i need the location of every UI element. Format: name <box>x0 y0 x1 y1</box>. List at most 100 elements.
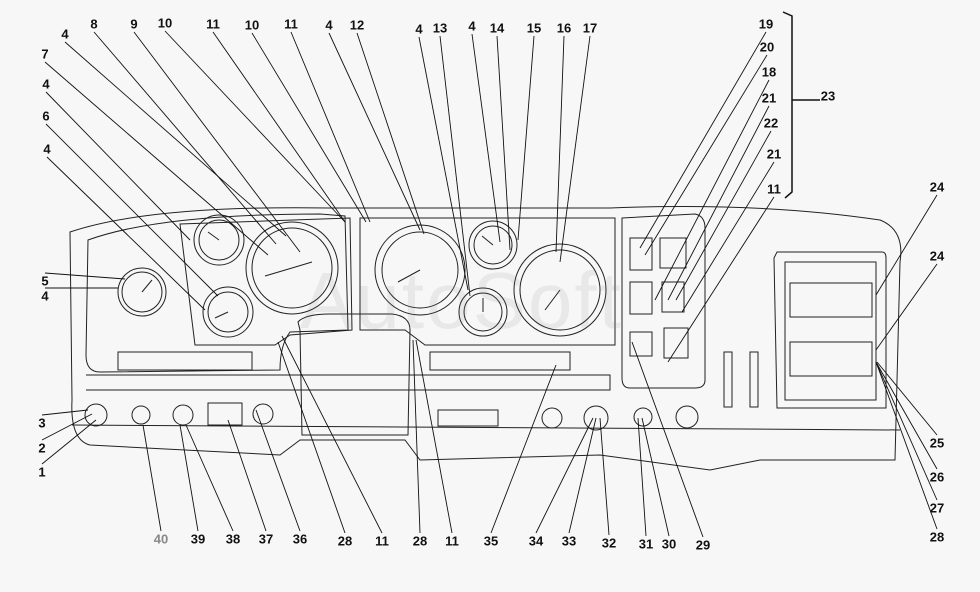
callout-label-25: 25 <box>929 435 945 451</box>
callout-label-39: 39 <box>190 531 206 547</box>
leader-line-21 <box>667 105 770 301</box>
callout-label-20: 20 <box>759 39 775 55</box>
callout-label-4: 4 <box>468 18 476 34</box>
leader-line-38 <box>185 424 234 532</box>
leader-line-27 <box>875 361 938 501</box>
fuse-block-top <box>789 282 873 318</box>
leader-line-3 <box>41 409 89 416</box>
callout-label-27: 27 <box>929 500 945 516</box>
leader-line-7 <box>44 61 269 256</box>
knob-33 <box>583 405 609 431</box>
gauge-cluster-left-frame <box>179 217 353 346</box>
gauge-pressure-left <box>117 267 167 317</box>
leader-line-14 <box>496 35 511 251</box>
leader-line-12 <box>356 32 425 235</box>
fuse-box-inner <box>784 261 877 401</box>
gauge-tachometer <box>245 221 339 315</box>
callout-label-2: 2 <box>38 440 46 456</box>
panel-inner-left <box>85 213 349 373</box>
leader-line-17 <box>559 35 591 263</box>
leader-line-4 <box>46 156 206 311</box>
leader-line-13 <box>439 35 471 297</box>
rocker-switch-4 <box>661 281 685 313</box>
gauge-temp-top <box>193 214 245 266</box>
leader-line-30 <box>641 417 670 537</box>
leader-line-11 <box>212 31 346 223</box>
leader-line-33 <box>568 417 597 534</box>
leader-line-4 <box>45 91 191 241</box>
callout-label-12: 12 <box>349 17 365 33</box>
callout-label-10: 10 <box>244 17 260 33</box>
leader-line-36 <box>255 409 301 532</box>
callout-label-3: 3 <box>38 415 46 431</box>
callout-label-13: 13 <box>432 20 448 36</box>
telltale-strip-left <box>117 351 253 371</box>
leader-line-18 <box>654 79 770 301</box>
callout-label-24: 24 <box>929 248 945 264</box>
leader-line-22 <box>675 130 772 301</box>
leader-line-9 <box>133 31 301 253</box>
callout-label-19: 19 <box>758 16 774 32</box>
switch-panel-frame <box>621 213 706 389</box>
callout-label-4: 4 <box>41 288 49 304</box>
leader-line-21 <box>681 161 775 313</box>
callout-label-29: 29 <box>695 537 711 553</box>
callout-label-35: 35 <box>483 533 499 549</box>
callout-label-5: 5 <box>41 273 49 289</box>
gauge-fuel-bottom <box>202 286 254 338</box>
callout-label-28: 28 <box>929 529 945 545</box>
gauge-speedometer <box>374 224 466 316</box>
leader-line-24 <box>875 263 938 351</box>
fuse-block-bottom <box>789 341 873 377</box>
callout-label-17: 17 <box>582 20 598 36</box>
callout-label-18: 18 <box>761 64 777 80</box>
knob-36 <box>252 403 274 425</box>
leader-line-32 <box>599 417 610 536</box>
callout-label-38: 38 <box>225 531 241 547</box>
callout-label-36: 36 <box>292 531 308 547</box>
knob-right <box>675 405 699 429</box>
leader-line-15 <box>517 35 535 241</box>
callout-label-24: 24 <box>929 179 945 195</box>
leader-line-24 <box>875 194 938 296</box>
callout-label-9: 9 <box>130 16 138 32</box>
leader-line-34 <box>535 417 594 534</box>
callout-label-26: 26 <box>929 469 945 485</box>
toggle-rod-1 <box>723 351 733 408</box>
callout-label-37: 37 <box>258 531 274 547</box>
knob-40 <box>131 405 151 425</box>
callout-label-40: 40 <box>153 531 169 547</box>
callout-label-4: 4 <box>325 17 333 33</box>
leader-line-2 <box>41 413 93 441</box>
callout-label-4: 4 <box>61 26 69 42</box>
knob-ignition <box>172 404 194 426</box>
knob-lights-switch <box>84 403 108 427</box>
leader-line-16 <box>555 35 565 253</box>
knob-horn <box>541 407 563 429</box>
leader-line-4 <box>471 33 501 243</box>
gauge-cluster-center-frame <box>359 217 616 346</box>
callout-label-11: 11 <box>375 533 389 549</box>
leader-line-11 <box>667 196 775 363</box>
toggle-rod-2 <box>749 351 759 408</box>
leader-line-8 <box>93 31 277 245</box>
callout-label-11: 11 <box>767 181 781 197</box>
leader-line-31 <box>637 417 647 537</box>
center-cutout <box>297 313 411 436</box>
rocker-37 <box>207 402 243 426</box>
leader-line-5 <box>44 272 126 280</box>
leader-line-28 <box>875 361 938 530</box>
callout-label-8: 8 <box>90 16 98 32</box>
callout-label-4: 4 <box>43 141 51 157</box>
rocker-switch-6 <box>663 327 689 359</box>
callout-label-31: 31 <box>638 536 654 552</box>
callout-label-22: 22 <box>763 115 779 131</box>
callout-label-28: 28 <box>337 533 353 549</box>
callout-label-4: 4 <box>42 76 50 92</box>
leader-line-10 <box>164 30 346 223</box>
leader-line-4 <box>328 32 421 231</box>
leader-line-20 <box>644 54 768 256</box>
callout-label-32: 32 <box>601 535 617 551</box>
gauge-air-pressure <box>458 287 508 337</box>
